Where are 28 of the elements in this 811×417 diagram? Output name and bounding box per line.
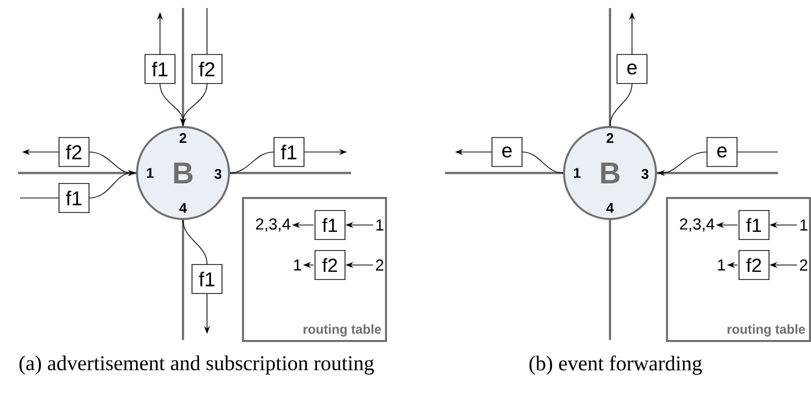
connector-line [522, 152, 564, 174]
caption: (a) advertisement and subscription routing [19, 356, 374, 375]
message-box: f2 [192, 54, 222, 84]
port-number: 2 [800, 259, 808, 271]
port-number: 2,3,4 [680, 218, 714, 232]
port-number: 1 [294, 259, 302, 270]
message-box: f2 [738, 250, 770, 280]
message-box: f1 [144, 54, 176, 84]
message-box: e [706, 137, 738, 167]
message-box: e [492, 137, 522, 167]
port-number: 1 [376, 220, 384, 230]
message-box: f2 [58, 137, 90, 167]
port-number: 2,3,4 [256, 218, 290, 232]
connector-line [182, 220, 208, 264]
message-box: f1 [192, 264, 222, 294]
connector-line [206, 8, 208, 54]
message-box: f1 [274, 137, 304, 167]
message-box: f2 [314, 250, 346, 280]
port-number: 2 [376, 259, 384, 271]
connector-line [230, 152, 274, 174]
message-box: e [616, 54, 648, 84]
caption: (b) event forwarding [529, 356, 702, 375]
port-number: 1 [800, 220, 808, 230]
port-number: 1 [718, 259, 725, 270]
connector-line [610, 84, 632, 126]
message-box: f1 [738, 210, 770, 240]
message-box: f1 [58, 183, 90, 213]
message-box: f1 [314, 210, 346, 240]
